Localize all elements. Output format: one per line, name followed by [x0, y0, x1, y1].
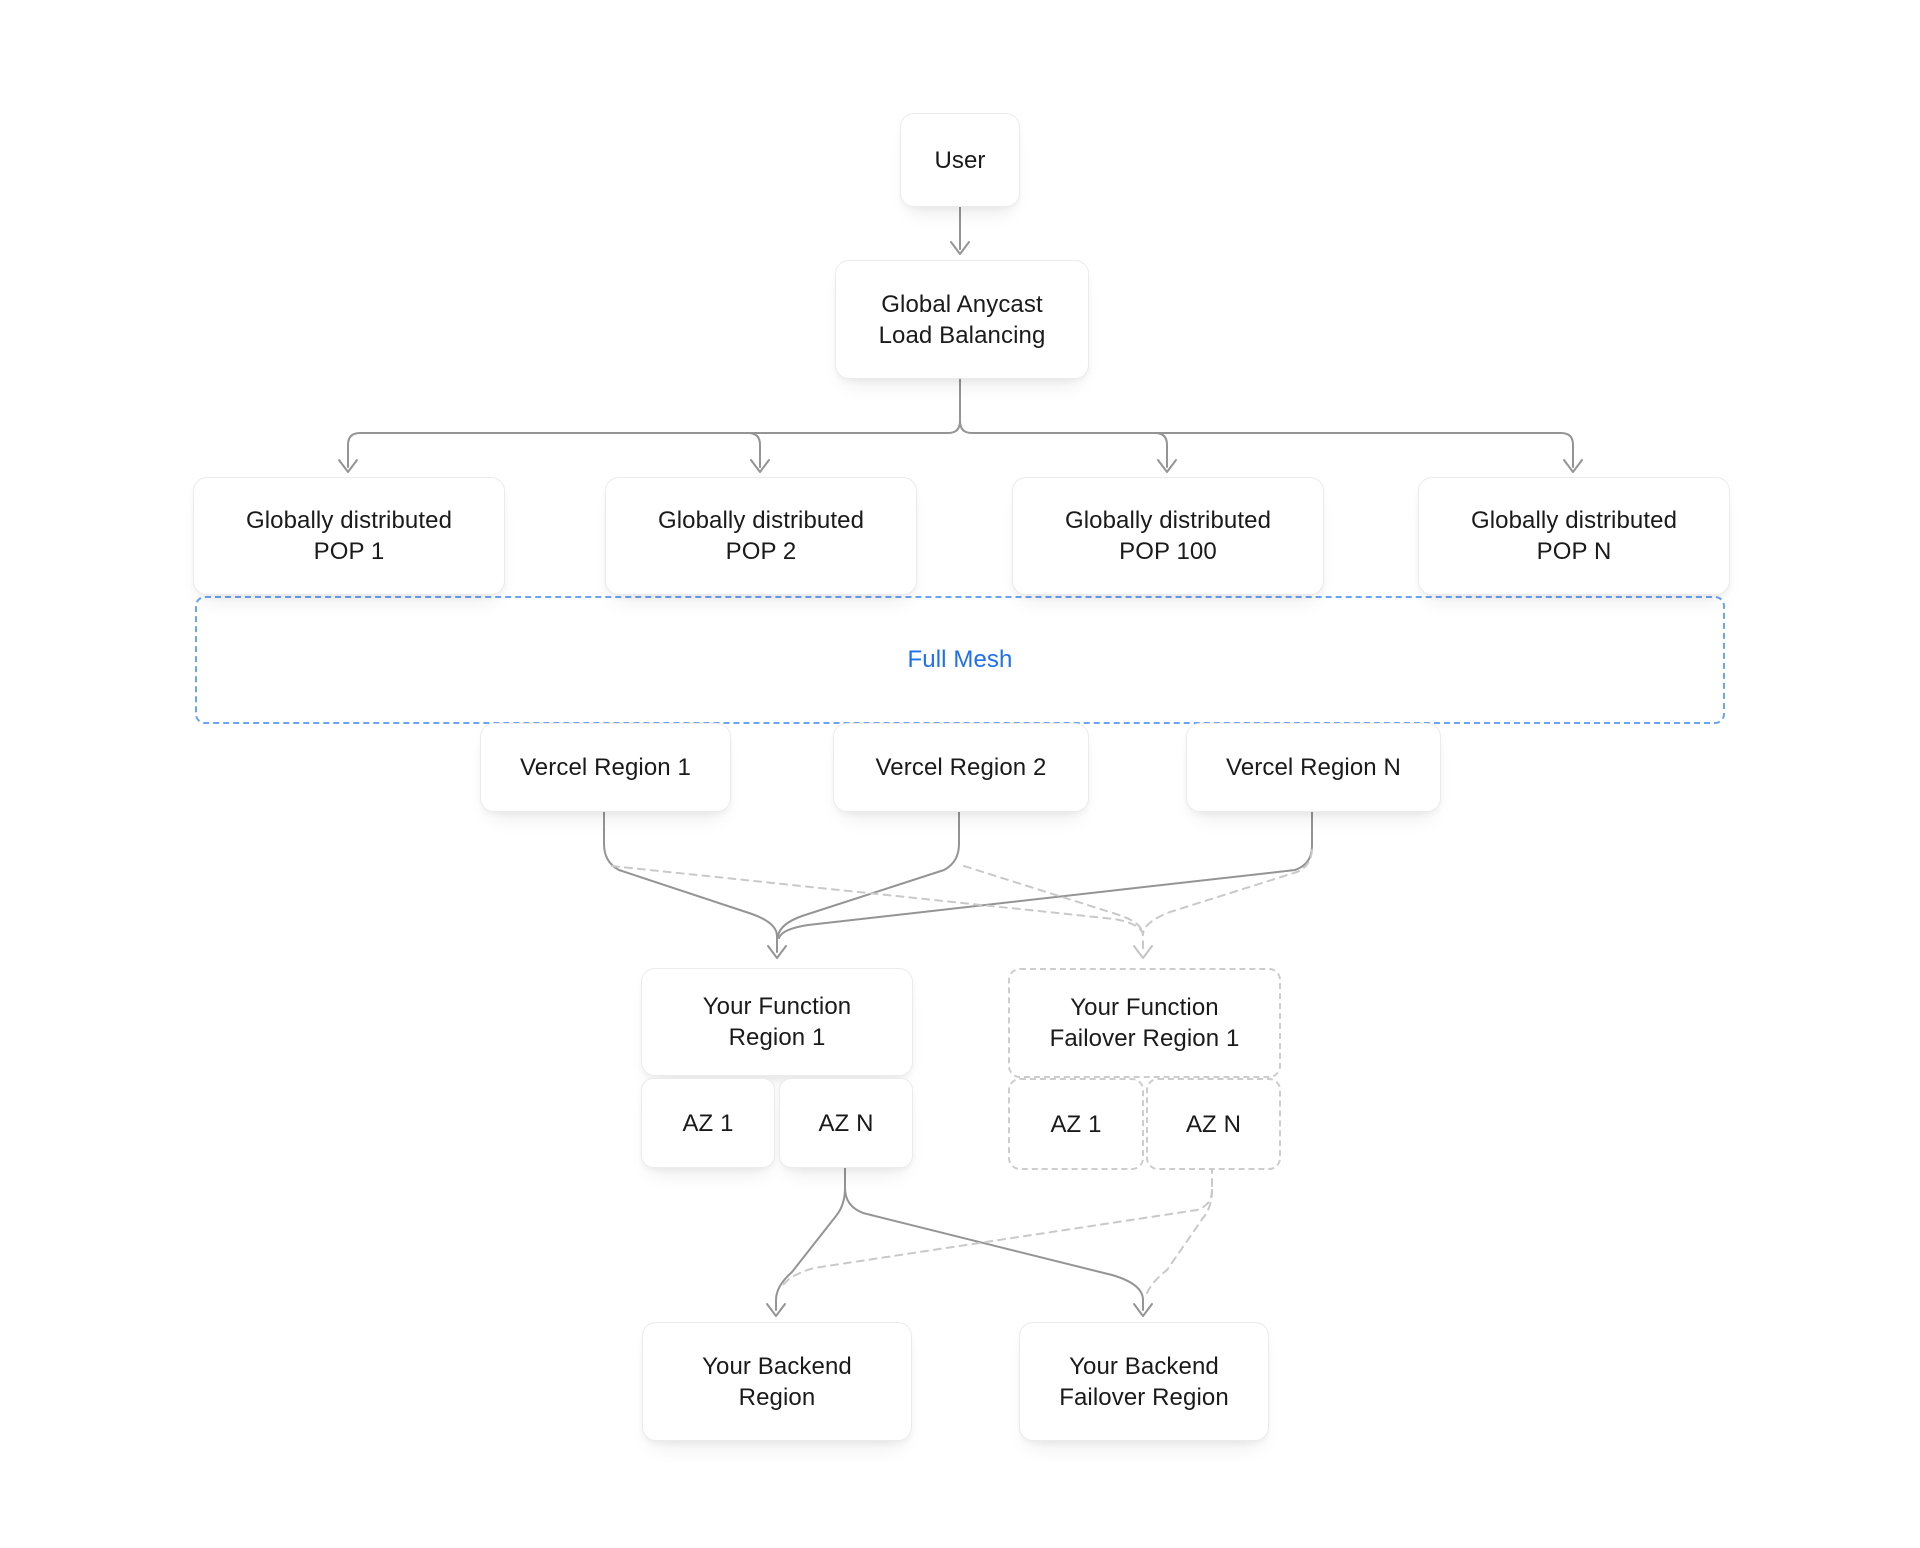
arrowhead-popn	[1563, 459, 1583, 473]
arrowhead-lb	[950, 241, 970, 255]
node-pop-100: Globally distributed POP 100	[1012, 477, 1324, 595]
edge-branch-pop100	[1154, 432, 1168, 468]
node-funcfail-label-line2: Failover Region 1	[1049, 1025, 1240, 1052]
arrowhead-pop100	[1157, 459, 1177, 473]
node-backend-label-line1: Your Backend	[702, 1352, 852, 1380]
node-failover-region-1-az-1: AZ 1	[1008, 1078, 1144, 1170]
arrowhead-function	[767, 945, 787, 959]
edge-azn-to-backend-failover	[844, 1187, 1144, 1311]
node-backendfail-label-line1: Your Backend	[1069, 1352, 1219, 1380]
node-pop-2-label-line2: POP 2	[725, 538, 797, 565]
edge-vr2-to-failover	[963, 865, 1143, 933]
node-pop-1-label-line2: POP 1	[313, 538, 385, 565]
edge-failover-azn-to-backend-failover	[1145, 1189, 1213, 1298]
node-lb-label-line1: Global Anycast	[881, 290, 1043, 318]
node-backend-label-line2: Region	[738, 1383, 816, 1411]
edge-lb-trunk-right	[959, 420, 1574, 468]
node-func1-label-line1: Your Function	[702, 993, 852, 1020]
node-pop-n: Globally distributed POP N	[1418, 477, 1730, 595]
arrowhead-backend	[766, 1303, 786, 1317]
node-pop-n-label-line2: POP N	[1536, 538, 1612, 565]
edge-vr2-to-function	[777, 809, 960, 937]
arrowhead-pop2	[750, 459, 770, 473]
node-az1b-label: AZ 1	[1050, 1110, 1102, 1138]
node-pop-100-label-line1: Globally distributed	[1064, 507, 1272, 534]
node-az1a-label: AZ 1	[682, 1109, 734, 1137]
node-funcfail-label-line1: Your Function	[1070, 994, 1219, 1021]
full-mesh-label: Full Mesh	[907, 646, 1013, 673]
node-global-anycast-load-balancing: Global Anycast Load Balancing	[835, 260, 1089, 379]
node-vr1-label: Vercel Region 1	[520, 754, 691, 781]
node-vercel-region-n: Vercel Region N	[1186, 723, 1441, 812]
edge-vrn-to-failover	[1142, 849, 1313, 935]
node-pop-1: Globally distributed POP 1	[193, 477, 505, 595]
node-pop-1-label-line1: Globally distributed	[245, 507, 453, 534]
node-your-function-region-1: Your Function Region 1	[641, 968, 913, 1076]
node-pop-2-label-line1: Globally distributed	[657, 507, 865, 534]
node-function-region-1-az-n: AZ N	[779, 1078, 913, 1168]
edge-vr1-to-function	[603, 809, 778, 953]
node-your-backend-failover-region: Your Backend Failover Region	[1019, 1322, 1269, 1441]
arrowhead-pop1	[338, 459, 358, 473]
node-pop-100-label-line2: POP 100	[1119, 538, 1217, 565]
node-pop-n-label-line1: Globally distributed	[1470, 507, 1678, 534]
edge-vrn-to-function	[778, 809, 1313, 939]
node-vrn-label: Vercel Region N	[1226, 754, 1401, 781]
node-vr2-label: Vercel Region 2	[875, 754, 1047, 781]
node-func1-label-line2: Region 1	[728, 1024, 826, 1051]
arrowhead-function-failover	[1133, 945, 1153, 959]
node-user: User	[900, 113, 1020, 207]
full-mesh-zone: Full Mesh	[195, 596, 1725, 724]
node-vercel-region-2: Vercel Region 2	[833, 723, 1089, 812]
node-failover-region-1-az-n: AZ N	[1146, 1078, 1281, 1170]
arrowhead-backend-failover	[1133, 1303, 1153, 1317]
edge-failover-azn-to-backend	[780, 1189, 1213, 1290]
edge-lb-trunk-left	[347, 376, 961, 468]
edge-vr1-to-failover	[611, 865, 1144, 953]
node-azna-label: AZ N	[818, 1109, 874, 1137]
node-function-region-1-az-1: AZ 1	[641, 1078, 775, 1168]
node-lb-label-line2: Load Balancing	[878, 321, 1046, 349]
node-your-backend-region: Your Backend Region	[642, 1322, 912, 1441]
node-pop-2: Globally distributed POP 2	[605, 477, 917, 595]
node-user-label: User	[934, 146, 986, 174]
edge-azn-to-backend	[775, 1165, 846, 1311]
node-aznb-label: AZ N	[1185, 1110, 1242, 1138]
node-backendfail-label-line2: Failover Region	[1059, 1383, 1229, 1411]
edge-branch-pop2	[747, 432, 761, 468]
node-your-function-failover-region-1: Your Function Failover Region 1	[1008, 968, 1281, 1078]
node-vercel-region-1: Vercel Region 1	[480, 723, 731, 812]
